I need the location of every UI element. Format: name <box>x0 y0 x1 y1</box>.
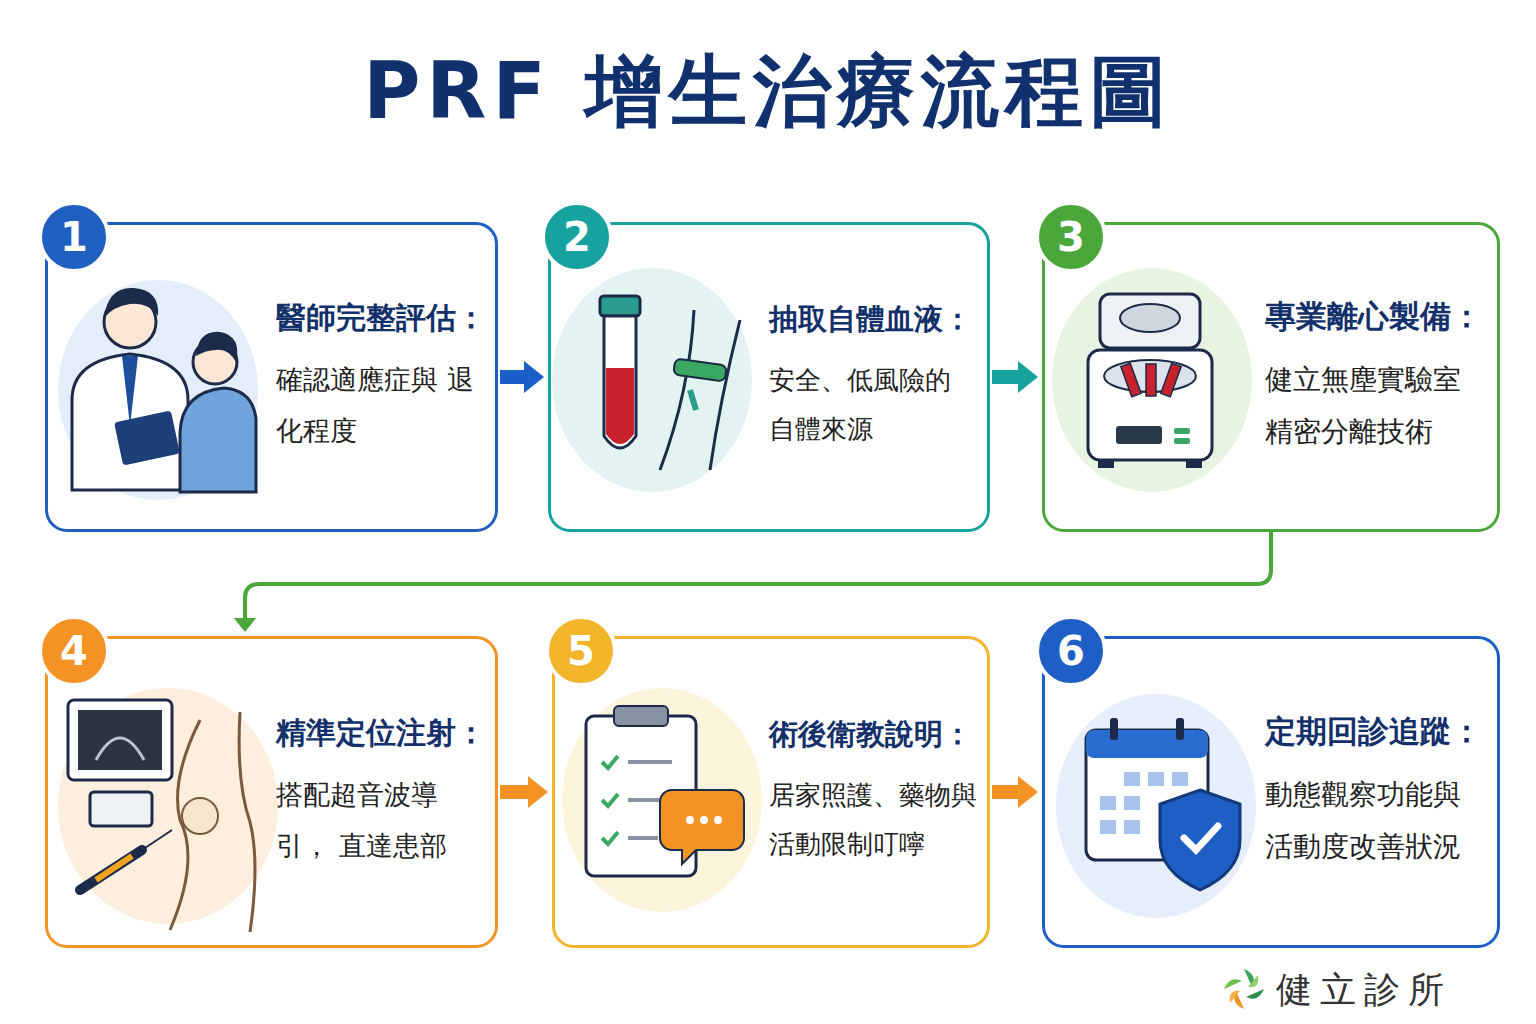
step-heading: 醫師完整評估： <box>276 298 485 339</box>
arrow-shaft <box>500 370 527 384</box>
step-number: 1 <box>60 214 88 260</box>
step-heading: 術後衛教說明： <box>769 715 977 755</box>
arrow-shaft <box>500 785 531 799</box>
step-heading: 精準定位注射： <box>276 713 485 754</box>
arrow-line <box>245 532 1271 618</box>
step-number-badge: 2 <box>541 201 613 273</box>
clinic-name: 健立診所 <box>1276 966 1452 1015</box>
diagram-title: PRF 增生治療流程圖 <box>0 40 1536 145</box>
step-number: 6 <box>1057 628 1085 674</box>
step-description: 確認適應症與 退化程度 <box>276 355 485 457</box>
step-text-column: 醫師完整評估： 確認適應症與 退化程度 <box>276 225 485 529</box>
flow-connector <box>992 361 1038 393</box>
step-number-badge: 3 <box>1035 201 1107 273</box>
arrow-shaft <box>992 785 1021 799</box>
step-text-column: 術後衛教說明： 居家照護、藥物與 活動限制叮嚀 <box>769 639 977 945</box>
step-number-badge: 6 <box>1035 615 1107 687</box>
flow-connector <box>500 361 544 393</box>
step-box: 定期回診追蹤：動態觀察功能與 活動度改善狀況6 <box>1042 636 1500 948</box>
clipboard-illustration <box>562 688 762 912</box>
step-number: 2 <box>563 214 591 260</box>
step-heading: 定期回診追蹤： <box>1265 711 1487 753</box>
centrifuge-illustration <box>1052 268 1252 492</box>
step-number: 5 <box>567 628 595 674</box>
clinic-logo-mark <box>1224 969 1264 1009</box>
step-number-badge: 4 <box>38 615 110 687</box>
calendar-illustration <box>1056 694 1256 918</box>
arrow-head <box>1018 361 1038 393</box>
step-description: 健立無塵實驗室 精密分離技術 <box>1265 354 1487 458</box>
step-text-column: 精準定位注射： 搭配超音波導引， 直達患部 <box>276 639 485 945</box>
step-description: 動態觀察功能與 活動度改善狀況 <box>1265 769 1487 873</box>
step-box: 精準定位注射：搭配超音波導引， 直達患部4 <box>45 636 498 948</box>
step-text-column: 抽取自體血液： 安全、低風險的 自體來源 <box>769 225 977 529</box>
step-text-column: 專業離心製備： 健立無塵實驗室 精密分離技術 <box>1265 225 1487 529</box>
arrow-shaft <box>992 370 1021 384</box>
step-description: 搭配超音波導引， 直達患部 <box>276 770 485 872</box>
doctor-illustration <box>58 280 258 500</box>
arrow-head <box>528 776 548 808</box>
arrow-head <box>234 618 256 632</box>
step-number: 3 <box>1057 214 1085 260</box>
step-number-badge: 5 <box>545 615 617 687</box>
arrow-head <box>524 361 544 393</box>
step-box: 抽取自體血液：安全、低風險的 自體來源2 <box>548 222 990 532</box>
step-description: 安全、低風險的 自體來源 <box>769 356 977 454</box>
step-description: 居家照護、藥物與 活動限制叮嚀 <box>769 771 977 869</box>
flow-connector <box>992 776 1038 808</box>
flow-connector <box>234 532 1271 632</box>
step-number-badge: 1 <box>38 201 110 273</box>
step-text-column: 定期回診追蹤： 動態觀察功能與 活動度改善狀況 <box>1265 639 1487 945</box>
step-box: 醫師完整評估：確認適應症與 退化程度1 <box>45 222 498 532</box>
step-box: 術後衛教說明：居家照護、藥物與 活動限制叮嚀5 <box>552 636 990 948</box>
blood-draw-illustration <box>552 268 752 492</box>
injection-illustration <box>58 688 278 932</box>
flow-connector <box>500 776 548 808</box>
step-heading: 抽取自體血液： <box>769 300 977 340</box>
step-number: 4 <box>60 628 88 674</box>
step-heading: 專業離心製備： <box>1265 296 1487 338</box>
arrow-head <box>1018 776 1038 808</box>
step-box: 專業離心製備：健立無塵實驗室 精密分離技術3 <box>1042 222 1500 532</box>
